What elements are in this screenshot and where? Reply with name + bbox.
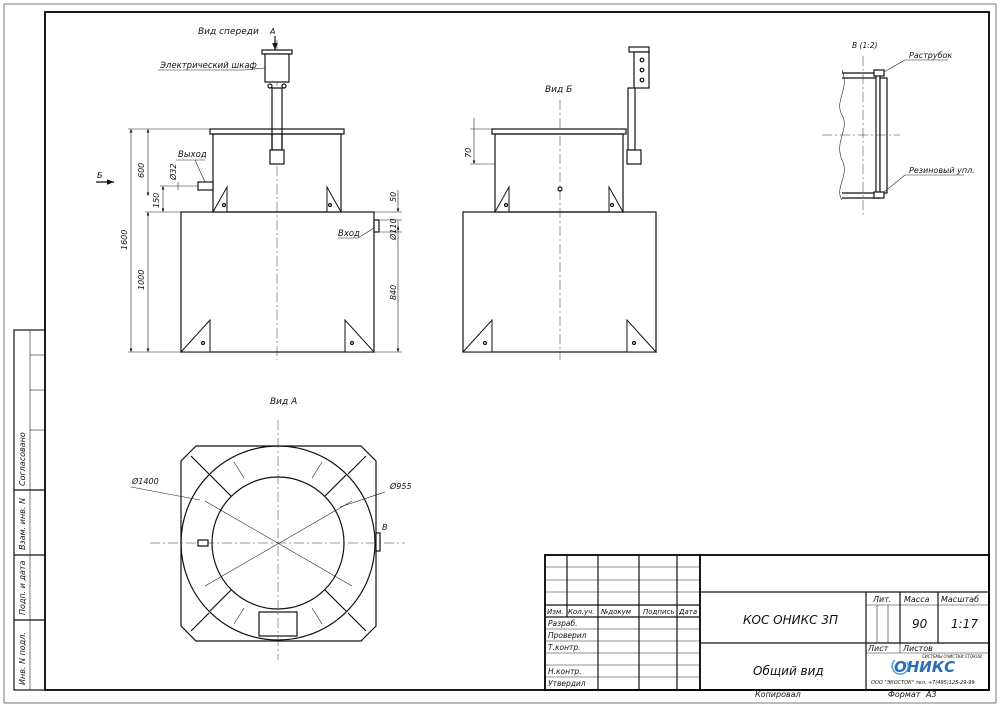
hdr-kol: Кол.уч. xyxy=(568,608,594,616)
electric-cabinet xyxy=(264,53,290,83)
outlet-callout: Выход xyxy=(178,150,207,160)
front-view-label: Вид спереди xyxy=(198,27,259,37)
hdr-date: Дата xyxy=(678,608,697,616)
stamp-sign-date: Подп. и дата xyxy=(18,560,27,615)
mark-v: В xyxy=(382,523,388,532)
company-info: ООО "ЭКОСТОК" тел. +7(495)125-29-99 xyxy=(871,680,975,686)
arrow-a-label: А xyxy=(269,27,275,36)
dim-d110: Ø110 xyxy=(388,218,398,241)
scale-label: Масштаб xyxy=(941,595,979,604)
dim-840: 840 xyxy=(389,285,398,300)
dim-600: 600 xyxy=(137,163,146,178)
mass-value: 90 xyxy=(912,617,928,631)
product-name: КОС ОНИКС 3П xyxy=(743,613,838,627)
socket-callout: Раструбок xyxy=(909,51,952,60)
scale-value: 1:17 xyxy=(951,617,978,631)
dim-d32: Ø32 xyxy=(168,164,178,181)
role-developer: Разраб. xyxy=(548,619,577,628)
inlet-callout: Вход xyxy=(338,229,360,239)
stamp-agreed: Согласовано xyxy=(18,432,27,486)
outlet-pipe xyxy=(197,181,214,191)
outer-border xyxy=(3,3,997,704)
sheets-label: Листов xyxy=(902,644,933,653)
dim-150: 150 xyxy=(152,193,161,208)
cabinet-callout: Электрический шкаф xyxy=(159,61,257,71)
dim-70: 70 xyxy=(464,148,473,158)
cabinet-pole xyxy=(271,87,283,151)
dim-1600: 1600 xyxy=(120,230,129,250)
dim-50: 50 xyxy=(389,192,398,202)
view-b-label: Вид Б xyxy=(545,85,572,95)
plan-base xyxy=(180,445,377,642)
format-value: А3 xyxy=(925,690,937,699)
detail-v: В (1:2) Раструбок Резиновый упл. xyxy=(822,41,975,215)
cabinet-side xyxy=(633,51,650,89)
logo-text: ОНИКС xyxy=(894,658,955,676)
dim-d1400: Ø1400 xyxy=(131,476,159,486)
hdr-sign: Подпись xyxy=(643,608,675,616)
sheet-label: Лист xyxy=(867,644,889,653)
front-view: Вид спереди А Электрический шкаф Выход xyxy=(96,27,402,360)
plan-hatch xyxy=(258,611,298,637)
side-stamp: Согласовано Взам. инв. N Подп. и дата Ин… xyxy=(13,329,46,691)
view-a-label: Вид А xyxy=(270,397,297,407)
role-tech-control: Т.контр. xyxy=(548,643,581,652)
lit-label: Лит. xyxy=(872,595,891,604)
inlet-pipe xyxy=(373,219,380,233)
stamp-inv-orig: Инв. N подл. xyxy=(18,632,27,685)
seal-callout: Резиновый упл. xyxy=(909,166,975,175)
logo-subtitle: СИСТЕМЫ ОЧИСТКИ СТОКОВ xyxy=(922,654,982,659)
hdr-doc: №докум xyxy=(600,608,632,616)
mass-label: Масса xyxy=(904,595,930,604)
format-label: Формат xyxy=(888,690,921,699)
hdr-izm: Изм. xyxy=(547,608,563,616)
lower-box xyxy=(180,211,375,353)
oniks-logo: СИСТЕМЫ ОЧИСТКИ СТОКОВ ОНИКС xyxy=(891,654,982,676)
view-b-lower-box xyxy=(462,211,657,353)
drawing-title: Общий вид xyxy=(753,664,824,678)
copied-label: Копировал xyxy=(755,690,801,699)
dim-1000: 1000 xyxy=(137,270,146,290)
role-approver: Утвердил xyxy=(548,679,586,688)
stamp-inv-replace: Взам. инв. N xyxy=(18,498,27,550)
view-b-upper-cylinder xyxy=(494,133,624,213)
title-block: Изм. Кол.уч. №докум Подпись Дата Разраб.… xyxy=(544,554,990,699)
arrow-b-label: Б xyxy=(97,171,103,180)
role-norm-control: Н.контр. xyxy=(548,667,582,676)
view-b: Вид Б 70 xyxy=(461,46,658,360)
view-a: Вид А Ø1400 Ø955 В xyxy=(130,397,412,660)
role-checker: Проверил xyxy=(548,631,587,640)
detail-label: В (1:2) xyxy=(852,41,878,50)
dim-d955: Ø955 xyxy=(389,481,412,491)
